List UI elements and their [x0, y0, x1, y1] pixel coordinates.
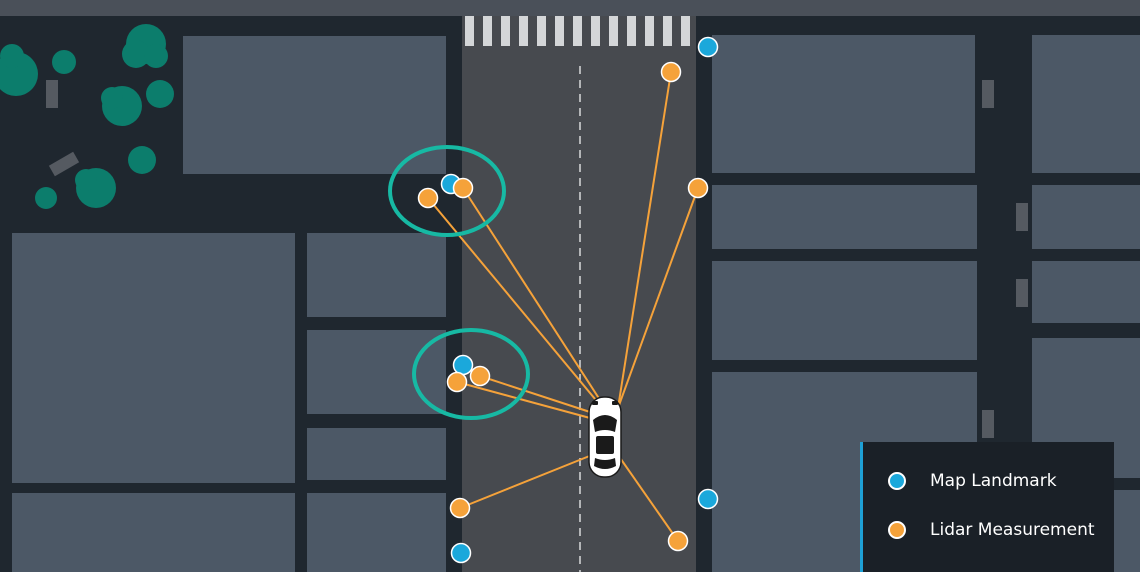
city-blocks-left: [12, 36, 446, 572]
map-landmark-swatch: [888, 472, 906, 490]
measurement-point: [667, 530, 689, 552]
top-edge-strip: [0, 0, 1140, 16]
association-ring-upper: [388, 145, 506, 237]
trees: [0, 24, 174, 209]
landmark-point: [697, 36, 719, 58]
legend-item-map-landmark: Map Landmark: [888, 466, 1057, 496]
measurement-point: [469, 365, 491, 387]
measurement-point: [449, 497, 471, 519]
legend-label: Lidar Measurement: [930, 520, 1095, 540]
main-road: [462, 16, 696, 572]
lidar-measurement-swatch: [888, 521, 906, 539]
lidar-measurements: [417, 61, 709, 552]
city-blocks-right: [712, 35, 1140, 572]
legend-label: Map Landmark: [930, 471, 1057, 491]
landmark-point: [450, 542, 472, 564]
crosswalk: [465, 16, 690, 46]
parked-objects: [46, 80, 1028, 438]
landmark-point: [697, 488, 719, 510]
measurement-point: [417, 187, 439, 209]
association-ring-lower: [412, 328, 530, 420]
legend: Map Landmark Lidar Measurement: [860, 442, 1114, 572]
measurement-point: [660, 61, 682, 83]
car-icon: [588, 396, 622, 478]
measurement-point: [687, 177, 709, 199]
legend-item-lidar-measurement: Lidar Measurement: [888, 515, 1095, 545]
measurement-point: [452, 177, 474, 199]
measurement-point: [446, 371, 468, 393]
landmark-point: [452, 354, 474, 376]
